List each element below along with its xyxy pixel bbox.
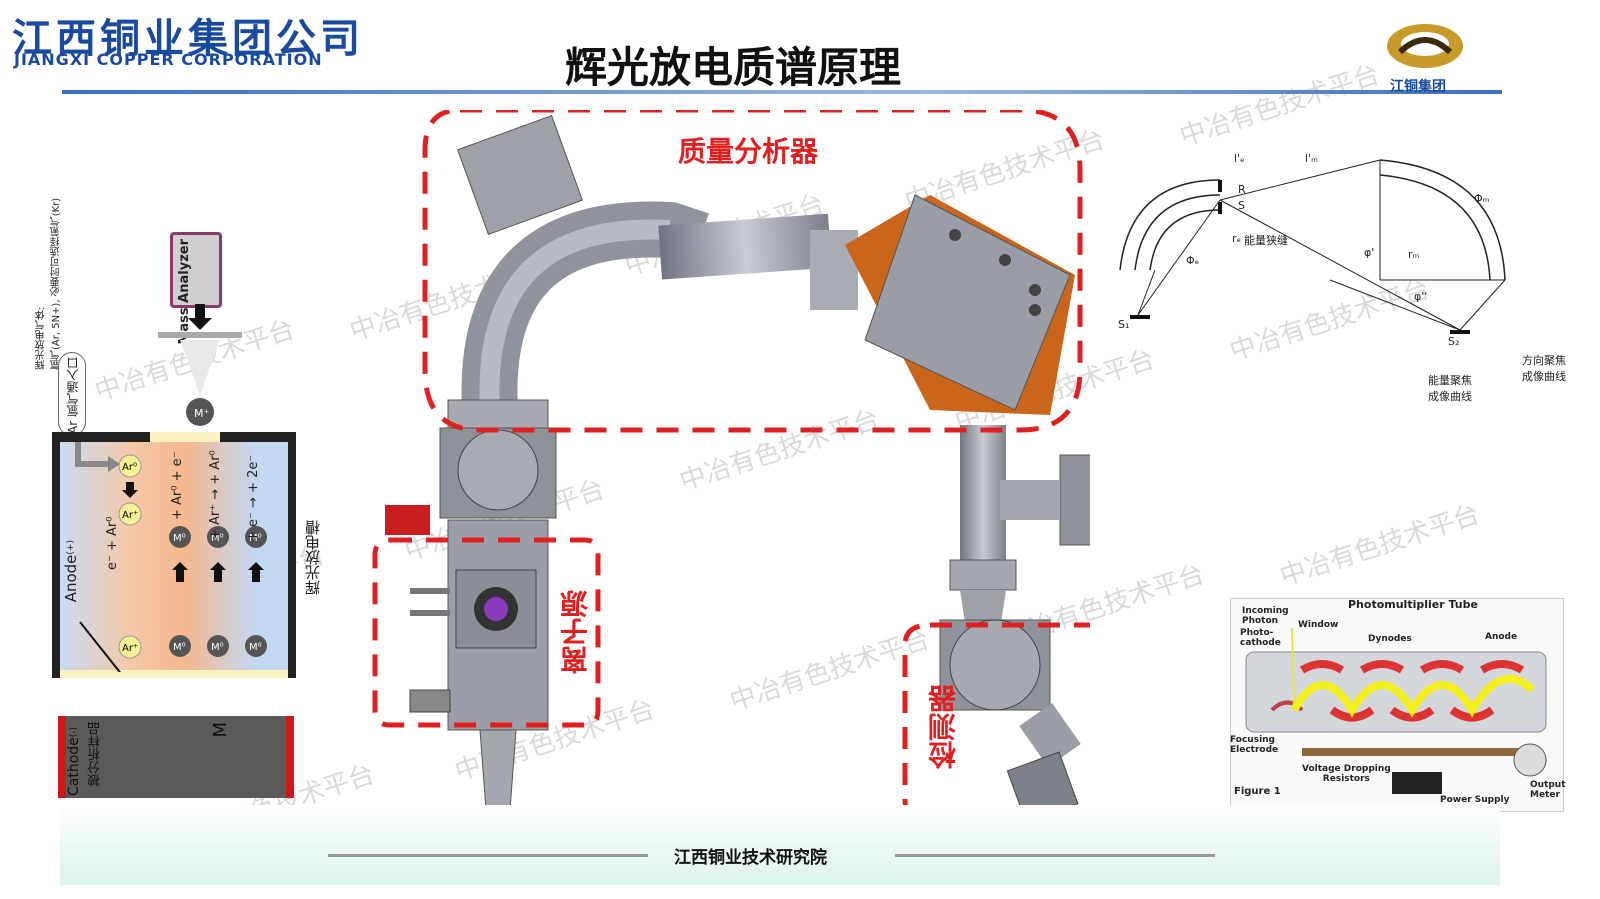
svg-text:Ar⁺: Ar⁺ <box>122 643 138 654</box>
cathode-label: Cathode(-) <box>66 720 82 796</box>
gas-note: 辉光放电气体: 氩气(Ar, 5N+), 必要时可选择氪气(Kr) <box>36 197 62 370</box>
footer-line-left <box>328 854 648 857</box>
cathode-text: Cathode <box>66 737 82 796</box>
pmt-voltage: Voltage Dropping Resistors <box>1302 764 1391 784</box>
energy-focus-label: 能量聚焦 成像曲线 <box>1428 374 1472 403</box>
anode-label: Anode(+) <box>62 540 80 602</box>
label-le: l'ₑ <box>1234 152 1245 165</box>
label-re: rₑ <box>1232 232 1242 245</box>
eq-top: e⁻ + Ar⁰ <box>105 516 120 570</box>
cell-label: 辉光放电槽 <box>304 520 322 595</box>
eq-1: + Ar⁰ + e⁻ <box>170 451 185 521</box>
pmt-window: Window <box>1298 620 1339 630</box>
svg-text:M⁰: M⁰ <box>211 533 224 544</box>
footer-line-right <box>895 854 1215 857</box>
cathode-edge-right <box>286 716 294 798</box>
footer-band <box>60 805 1500 885</box>
mass-analyzer-line2: Analyzer <box>177 239 192 303</box>
slit-s1: S₁ <box>1118 318 1130 331</box>
pmt-photocathode: Photo- cathode <box>1240 628 1281 648</box>
slit-s2: S₂ <box>1448 335 1460 348</box>
anode-text: Anode <box>62 554 80 603</box>
gas-inlet: Ar 氩气通入口 <box>58 352 86 436</box>
company-logo-cn: 江西铜业集团公司 <box>12 16 364 62</box>
pmt-incoming: Incoming Photon <box>1242 606 1289 626</box>
svg-text:M⁰: M⁰ <box>249 533 262 544</box>
pmt-diagram <box>1245 627 1547 794</box>
mass-analyzer-box: Mass Analyzer <box>170 232 222 345</box>
gdms-instrument-drawing <box>372 110 1090 824</box>
eq-3: + e⁻ → + 2e⁻ <box>246 454 261 542</box>
sample-m-label: M <box>210 722 231 738</box>
brand-emblem-icon <box>1387 24 1463 68</box>
pmt-output: Output Meter <box>1530 780 1566 800</box>
energy-slit-label: 能量狭缝 <box>1244 234 1288 247</box>
label-psi: φ' <box>1364 246 1375 259</box>
cathode-sup: (-) <box>69 726 79 738</box>
ion-optics-diagram <box>1119 159 1506 334</box>
pmt-title: Photomultiplier Tube <box>1348 598 1478 611</box>
svg-text:M⁰: M⁰ <box>249 642 262 653</box>
cathode-edge-left <box>58 716 66 798</box>
pmt-dynodes: Dynodes <box>1368 634 1412 644</box>
mass-analyzer-label: 质量分析器 <box>678 135 819 168</box>
cell-exit-slit <box>150 432 220 442</box>
watermark: 中冶有色技术平台 <box>1276 499 1484 593</box>
cathode-sample <box>58 716 294 798</box>
watermark: 中冶有色技术平台 <box>1176 59 1384 153</box>
cathode-window <box>60 670 288 678</box>
pmt-power: Power Supply <box>1440 795 1510 805</box>
pmt-figure-label: Figure 1 <box>1234 786 1281 797</box>
ionization-diagram: Ar⁰ Ar⁺ Ar⁺ M⁰ M⁰ M⁰ M⁰ M⁰ M⁰ <box>75 442 267 672</box>
label-s: S <box>1238 199 1245 212</box>
eq-2: + Ar⁺ → + Ar⁰ <box>208 450 223 540</box>
label-lm: l'ₘ <box>1305 152 1318 165</box>
label-psi2: φ'' <box>1414 290 1428 303</box>
anode-sup: (+) <box>66 540 76 555</box>
svg-text:M⁰: M⁰ <box>173 642 186 653</box>
header-rule <box>62 90 1502 94</box>
extraction-lens-icon: M⁺ <box>158 304 242 426</box>
ion-source-label: 离子源 <box>559 590 592 674</box>
brand-short: 江铜集团 <box>1390 79 1446 95</box>
page-title: 辉光放电质谱原理 <box>565 43 902 92</box>
label-rm: rₘ <box>1408 248 1420 261</box>
svg-text:Ar⁰: Ar⁰ <box>122 462 137 473</box>
label-phi-m: Φₘ <box>1474 192 1490 205</box>
pmt-focusing: Focusing Electrode <box>1230 735 1279 755</box>
glow-cell-plasma <box>60 442 288 672</box>
svg-text:M⁰: M⁰ <box>173 533 186 544</box>
label-r: R <box>1238 183 1246 196</box>
company-logo-en: JIANGXI COPPER CORPORATION <box>14 50 323 69</box>
label-phi-e: Φₑ <box>1186 254 1200 267</box>
svg-text:M⁺: M⁺ <box>194 407 209 420</box>
pmt-anode: Anode <box>1485 632 1518 642</box>
detector-label: 检测器 <box>927 685 960 769</box>
gas-inlet-label: Ar 氩气通入口 <box>66 357 80 434</box>
footer-institute: 江西铜业技术研究院 <box>674 848 827 868</box>
direction-focus-label: 方向聚焦 成像曲线 <box>1522 354 1566 383</box>
sample-label: 被分析样品 <box>88 722 103 787</box>
svg-text:Ar⁺: Ar⁺ <box>122 510 138 521</box>
svg-text:M⁰: M⁰ <box>211 642 224 653</box>
